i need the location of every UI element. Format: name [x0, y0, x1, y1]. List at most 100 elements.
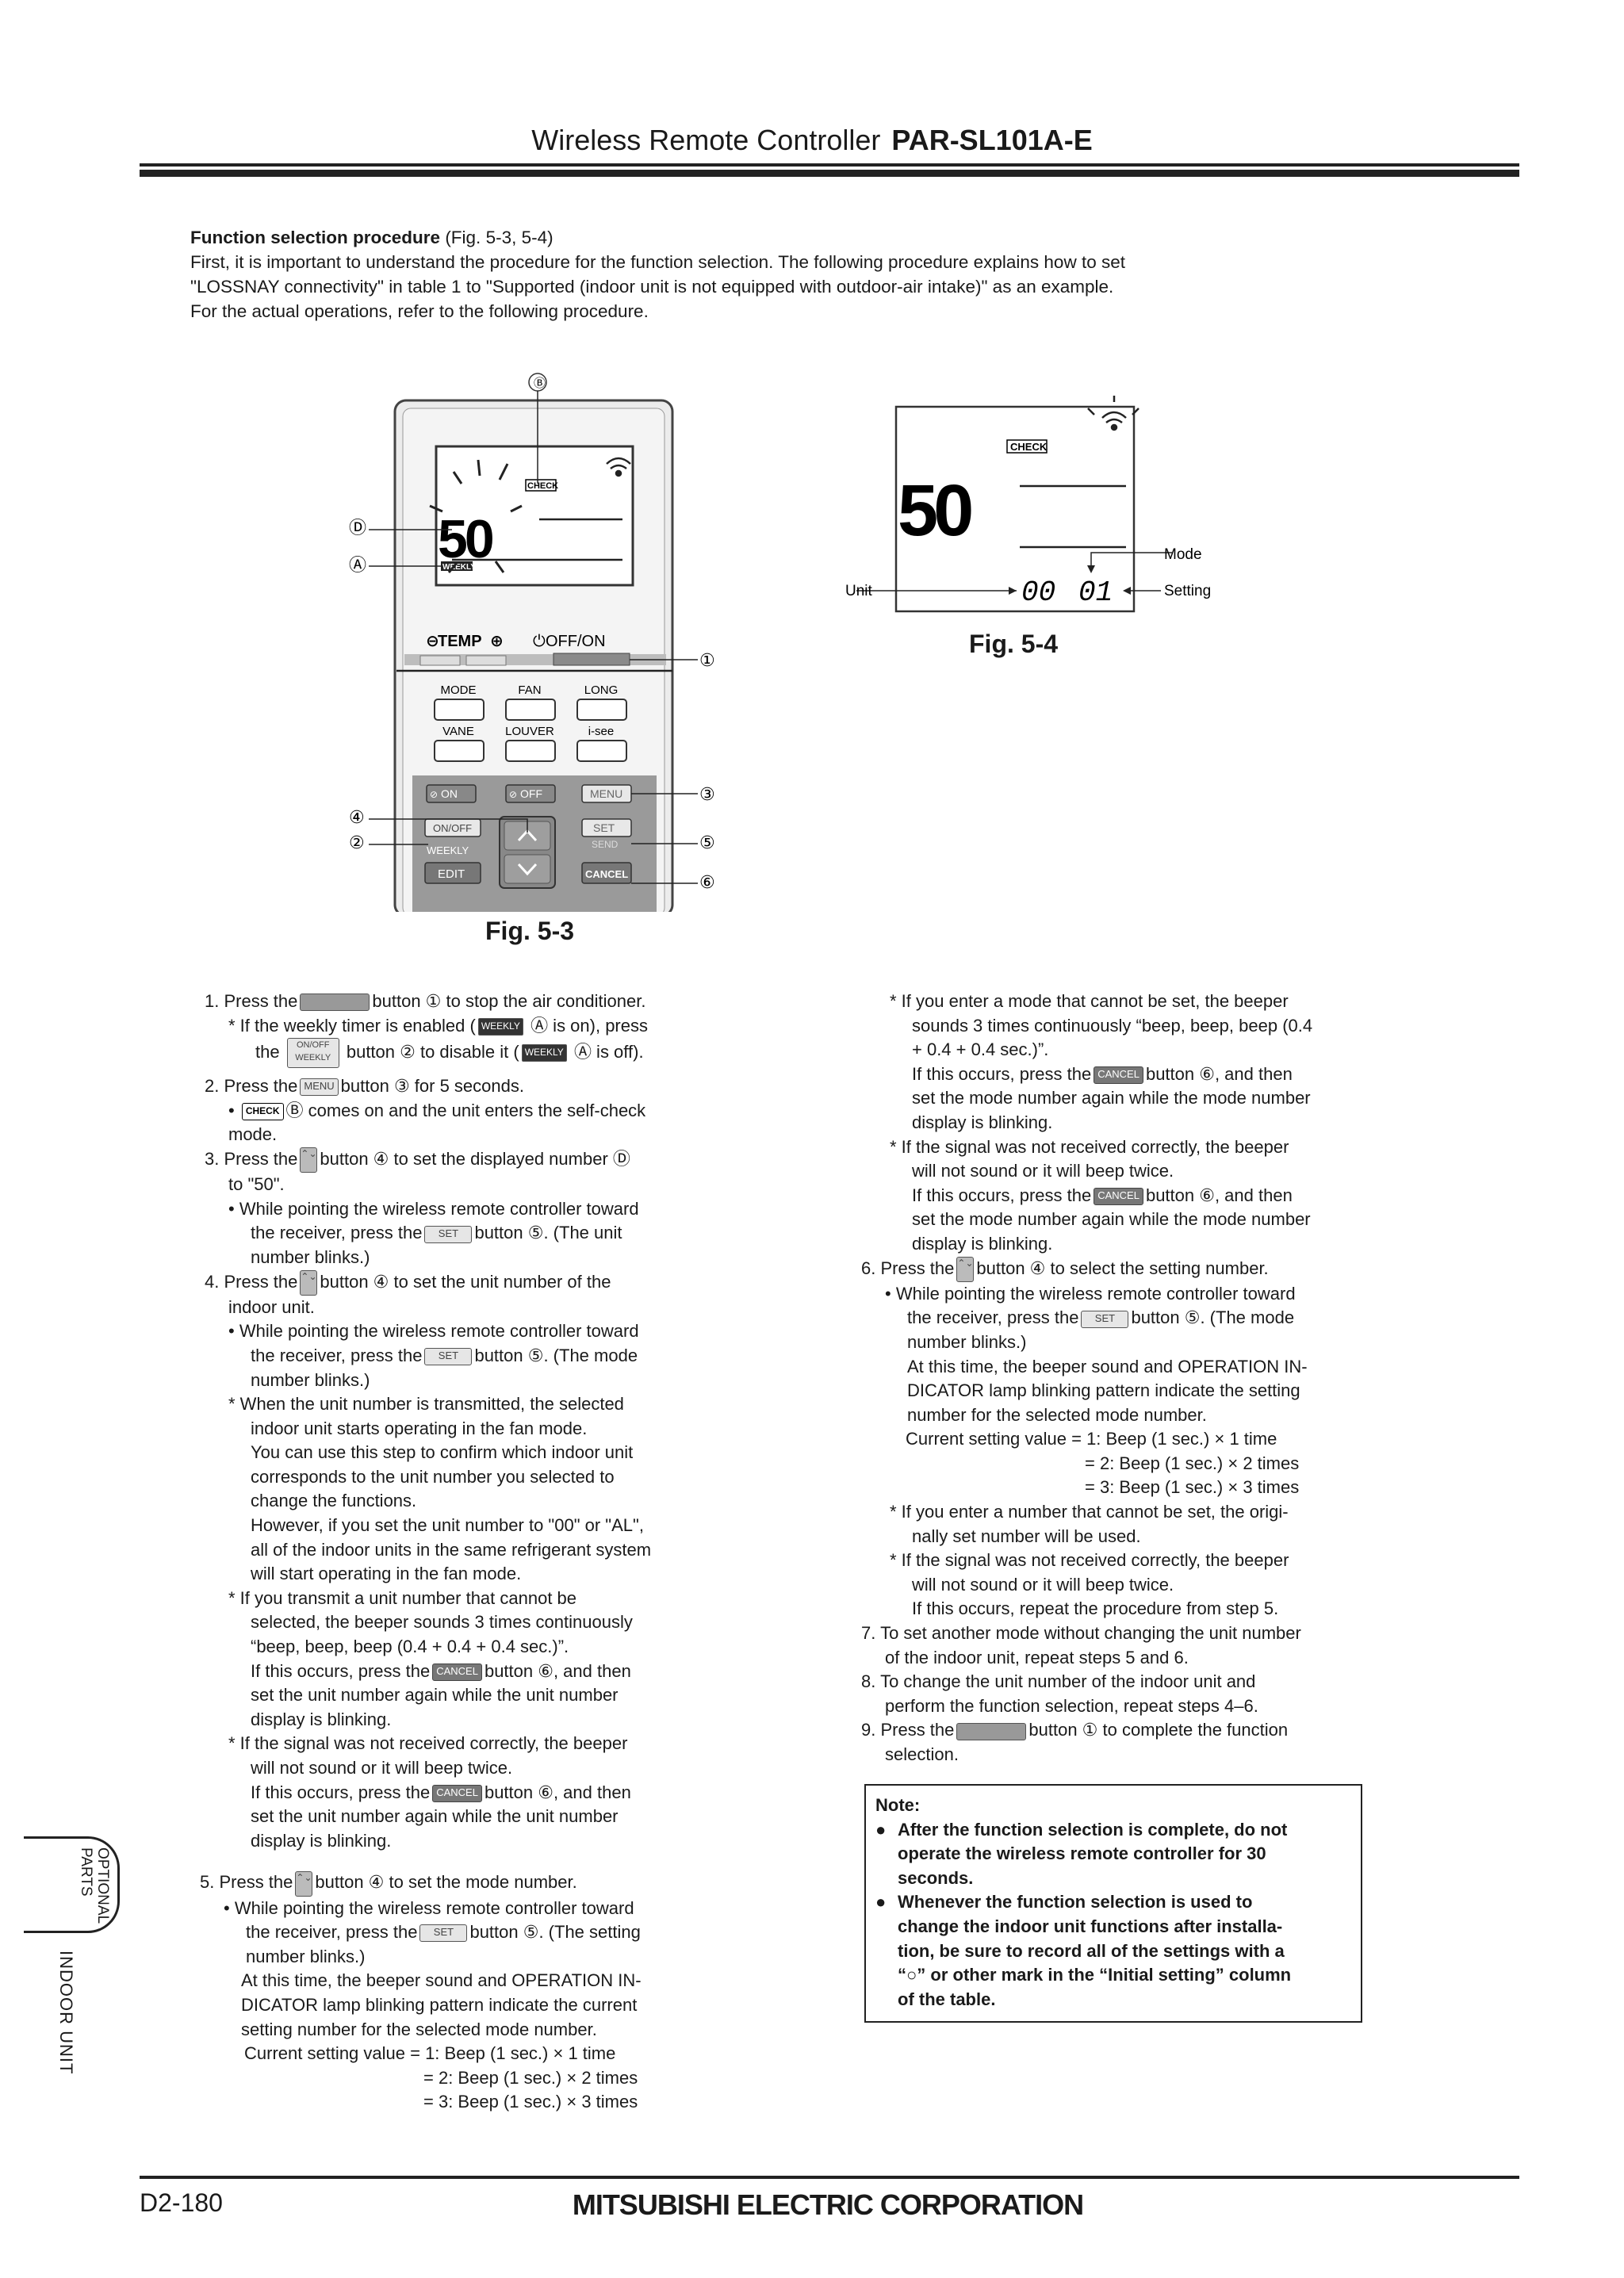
step-7: 7. To set another mode without changing … [861, 1623, 1301, 1644]
step-8: 8. To change the unit number of the indo… [861, 1671, 1256, 1692]
off-timer-label: OFF [520, 787, 542, 800]
weekly-icon: WEEKLY [477, 1017, 523, 1036]
check-icon: CHECK [241, 1102, 284, 1120]
callout-5: ⑤ [699, 833, 715, 853]
callout-a: Ⓐ [349, 556, 366, 576]
lcd-weekly: WEEKLY [442, 563, 476, 572]
set-button-icon: SET [424, 1225, 473, 1243]
callout-b: Ⓑ [534, 377, 546, 390]
lcd-setting-number: 01 [1078, 576, 1113, 609]
isee-button[interactable] [576, 740, 627, 762]
callout-6: ⑥ [699, 873, 715, 893]
menu-button-icon: MENU [300, 1078, 339, 1097]
fig54-label: Fig. 5-4 [969, 630, 1059, 658]
step-3-cont: to "50". [228, 1174, 285, 1195]
callout-3: ③ [699, 785, 715, 805]
power-button-icon [300, 994, 370, 1012]
vane-button[interactable] [434, 740, 485, 762]
onoff-small-label: ON/OFF [433, 822, 472, 834]
header-rule-thick [140, 170, 1519, 177]
corporation-name: MITSUBISHI ELECTRIC CORPORATION [572, 2188, 1084, 2221]
edit-label: EDIT [438, 867, 465, 881]
callout-4: ④ [349, 808, 365, 828]
note-title: Note: [875, 1795, 921, 1815]
power-button[interactable] [553, 653, 630, 666]
step-1-note: * If the weekly timer is enabled (WEEKLY… [228, 1015, 648, 1036]
setting-label: Setting [1164, 583, 1211, 599]
long-button[interactable] [576, 699, 627, 721]
up-down-icon: ⌃⌄ [956, 1256, 975, 1282]
callout-2: ② [349, 833, 365, 853]
header-rule-thin [140, 163, 1519, 167]
step-3-bullet-3: number blinks.) [251, 1246, 370, 1267]
menu-label: MENU [590, 787, 622, 800]
clock-icon: ⊘ [430, 789, 438, 800]
lcd-number: 50 [438, 509, 493, 569]
louver-label: LOUVER [505, 725, 554, 738]
mode-label: MODE [441, 683, 477, 697]
plus-icon: ⊕ [490, 631, 504, 650]
temp-label: TEMP [438, 633, 482, 650]
set-send-button[interactable] [581, 818, 632, 837]
cancel-button-icon: CANCEL [432, 1784, 482, 1802]
louver-button[interactable] [505, 740, 556, 762]
signal-icon [606, 457, 631, 477]
set-button-icon: SET [1081, 1310, 1129, 1328]
up-down-icon: ⌃⌄ [295, 1870, 313, 1897]
fan-button[interactable] [505, 699, 556, 721]
off-timer-button[interactable] [505, 784, 556, 803]
intro-line: For the actual operations, refer to the … [190, 301, 649, 321]
set-button-icon: SET [419, 1924, 468, 1943]
signal-icon [1087, 396, 1139, 431]
section-tab [24, 1836, 120, 1933]
intro-heading: Function selection procedure [190, 228, 441, 247]
onoff-label: OFF/ON [546, 633, 606, 650]
step-2-note-2: mode. [228, 1124, 278, 1145]
lcd-check: CHECK [527, 481, 558, 491]
up-down-icon: ⌃⌄ [300, 1269, 318, 1296]
intro-line: "LOSSNAY connectivity" in table 1 to "Su… [190, 277, 1114, 297]
intro-line: First, it is important to understand the… [190, 252, 1125, 272]
intro-heading-ref: (Fig. 5-3, 5-4) [445, 228, 553, 247]
cancel-label: CANCEL [585, 868, 628, 880]
intro-paragraph: Function selection procedure (Fig. 5-3, … [190, 225, 1380, 324]
section-tab-indoor-unit: INDOOR UNIT [56, 1951, 76, 2075]
power-icon: ⏻ [533, 631, 546, 650]
right-column: * If you enter a mode that cannot be set… [861, 990, 1373, 1767]
weekly-label: WEEKLY [427, 844, 469, 856]
callout-1: ① [699, 651, 715, 671]
mode-button[interactable] [434, 699, 485, 721]
long-label: LONG [584, 683, 619, 697]
vane-label: VANE [442, 725, 474, 738]
set-label: SET [593, 821, 615, 834]
power-button-icon [956, 1722, 1027, 1740]
mode-label: Mode [1164, 546, 1202, 563]
remote-controller-figure: CHECK 50 WEEKLY Ⓑ Ⓓ Ⓐ TEMP ⊖ ⊕ OFF/ON ⏻ … [349, 373, 715, 912]
page-number: D2-180 [140, 2188, 223, 2217]
send-label: SEND [592, 839, 619, 850]
cancel-button[interactable] [581, 862, 632, 884]
unit-label: Unit [845, 583, 873, 599]
on-timer-button[interactable] [426, 784, 477, 803]
callout-d: Ⓓ [349, 519, 366, 538]
set-button-icon: SET [424, 1348, 473, 1366]
step-3: 3. Press the⌃⌄button ④ to set the displa… [205, 1147, 712, 1173]
cancel-button-icon: CANCEL [432, 1663, 482, 1681]
step-5: 5. Press the⌃⌄button ④ to set the mode n… [200, 1870, 712, 1897]
header-model: PAR-SL101A-E [891, 124, 1093, 156]
on-timer-label: ON [441, 787, 458, 800]
minus-icon: ⊖ [426, 631, 439, 650]
edit-button[interactable] [424, 862, 481, 884]
down-arrow-icon [517, 863, 538, 876]
lcd-detail-figure: CHECK 50 00 01 Unit Mode Setting [845, 396, 1211, 613]
weekly-icon: WEEKLY [521, 1044, 567, 1062]
